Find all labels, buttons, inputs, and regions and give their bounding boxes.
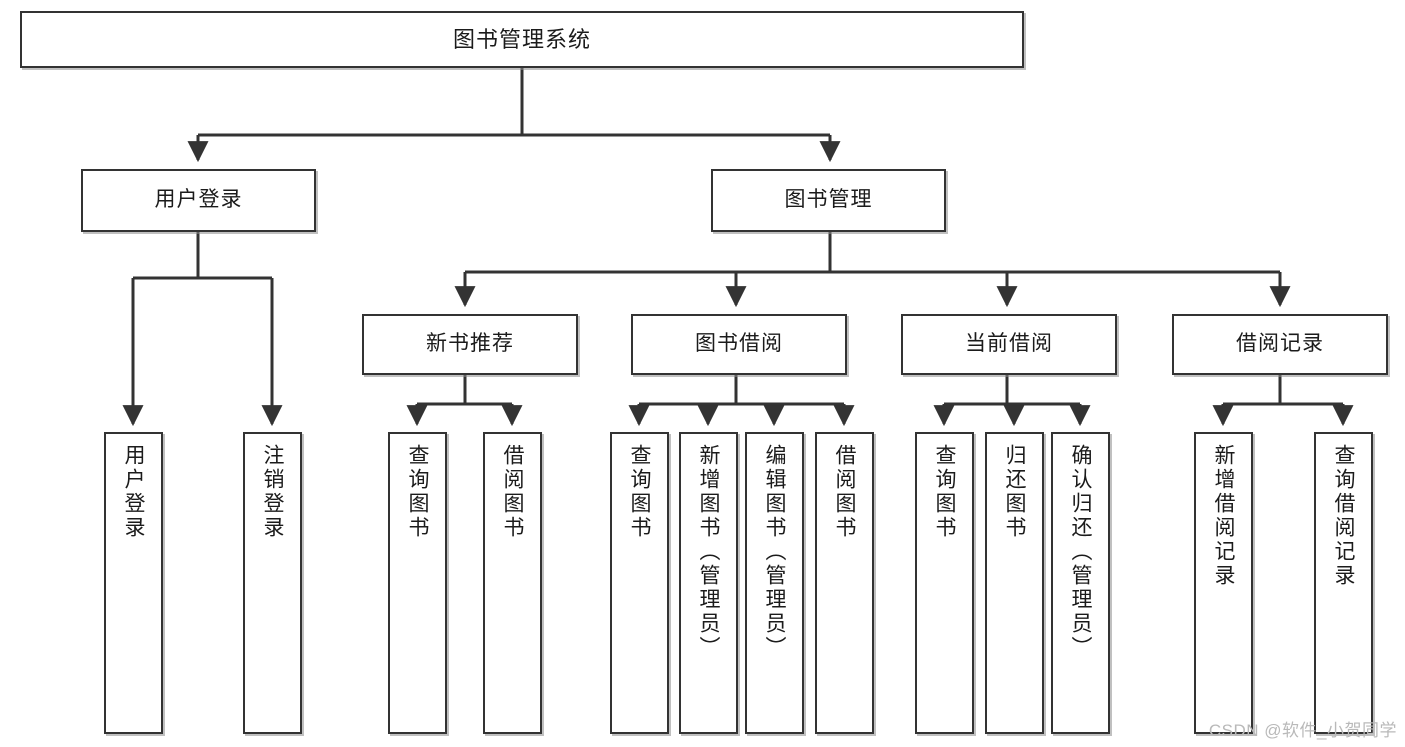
- node-new-book-recommend[interactable]: 新书推荐: [362, 314, 578, 375]
- leaf-edit-book-label: 编辑图书（管理员）: [763, 444, 786, 660]
- node-root[interactable]: 图书管理系统: [20, 11, 1024, 68]
- leaf-query-book-2-label: 查询图书: [628, 444, 651, 540]
- leaf-query-record[interactable]: 查询借阅记录: [1314, 432, 1373, 734]
- leaf-borrow-book-2-label: 借阅图书: [833, 444, 856, 540]
- leaf-query-book-1[interactable]: 查询图书: [388, 432, 447, 734]
- node-borrow-record-label: 借阅记录: [1236, 332, 1324, 356]
- node-book-borrow-label: 图书借阅: [695, 332, 783, 356]
- node-book-manage[interactable]: 图书管理: [711, 169, 946, 232]
- leaf-logout-login[interactable]: 注销登录: [243, 432, 302, 734]
- node-book-borrow[interactable]: 图书借阅: [631, 314, 847, 375]
- leaf-add-book[interactable]: 新增图书（管理员）: [679, 432, 738, 734]
- leaf-query-book-2[interactable]: 查询图书: [610, 432, 669, 734]
- leaf-add-record-label: 新增借阅记录: [1212, 444, 1235, 588]
- leaf-return-book[interactable]: 归还图书: [985, 432, 1044, 734]
- leaf-confirm-return-label: 确认归还（管理员）: [1069, 444, 1092, 660]
- node-borrow-record[interactable]: 借阅记录: [1172, 314, 1388, 375]
- node-current-borrow[interactable]: 当前借阅: [901, 314, 1117, 375]
- node-current-borrow-label: 当前借阅: [965, 332, 1053, 356]
- leaf-query-book-3-label: 查询图书: [933, 444, 956, 540]
- leaf-user-login-label: 用户登录: [122, 444, 145, 540]
- csdn-watermark: CSDN @软件_小贺同学: [1208, 721, 1397, 740]
- leaf-add-book-label: 新增图书（管理员）: [697, 444, 720, 660]
- leaf-return-book-label: 归还图书: [1003, 444, 1026, 540]
- leaf-confirm-return[interactable]: 确认归还（管理员）: [1051, 432, 1110, 734]
- leaf-edit-book[interactable]: 编辑图书（管理员）: [745, 432, 804, 734]
- node-book-manage-label: 图书管理: [784, 188, 873, 212]
- node-user-login[interactable]: 用户登录: [81, 169, 316, 232]
- leaf-query-book-1-label: 查询图书: [406, 444, 429, 540]
- node-root-label: 图书管理系统: [452, 26, 591, 52]
- leaf-logout-login-label: 注销登录: [261, 444, 284, 540]
- leaf-query-book-3[interactable]: 查询图书: [915, 432, 974, 734]
- leaf-user-login[interactable]: 用户登录: [104, 432, 163, 734]
- leaf-add-record[interactable]: 新增借阅记录: [1194, 432, 1253, 734]
- leaf-borrow-book-1[interactable]: 借阅图书: [483, 432, 542, 734]
- leaf-borrow-book-1-label: 借阅图书: [501, 444, 524, 540]
- leaf-query-record-label: 查询借阅记录: [1332, 444, 1355, 588]
- leaf-borrow-book-2[interactable]: 借阅图书: [815, 432, 874, 734]
- node-user-login-label: 用户登录: [154, 188, 243, 212]
- node-new-book-recommend-label: 新书推荐: [426, 332, 514, 356]
